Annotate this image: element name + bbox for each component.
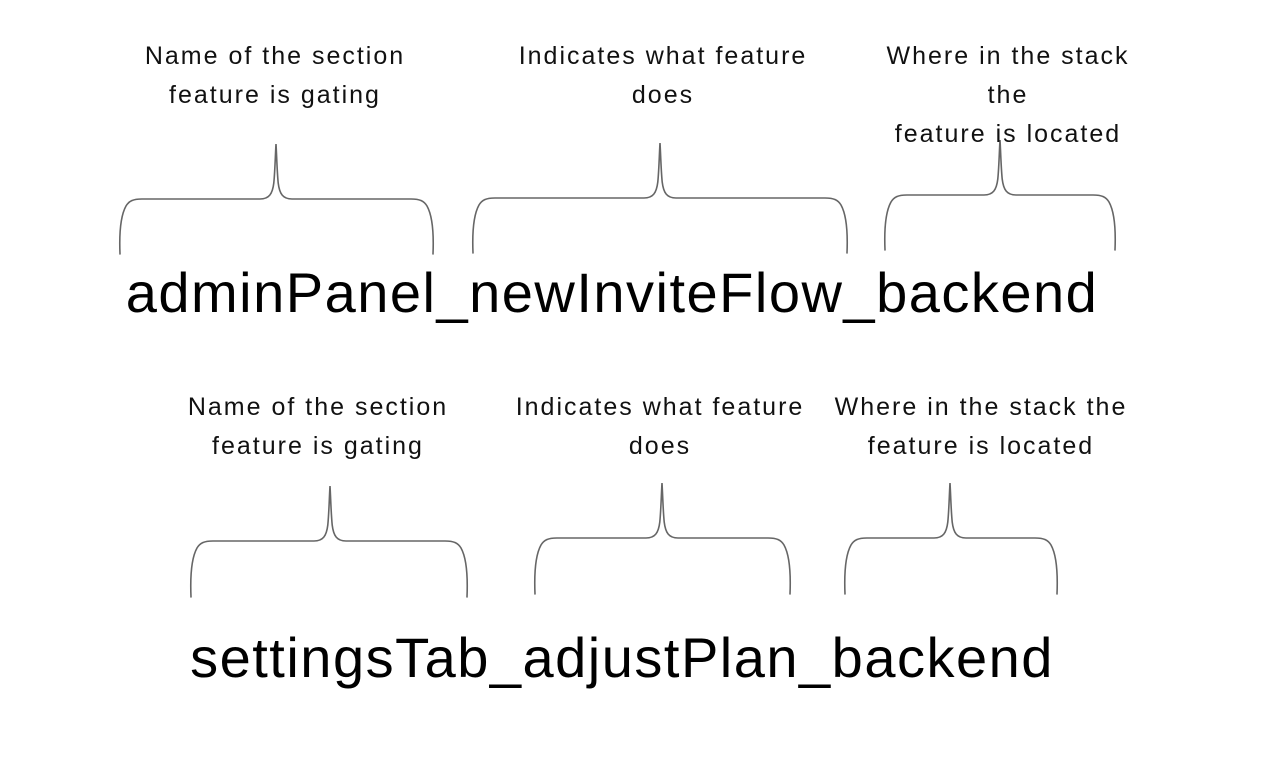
curly-brace-1: [118, 143, 435, 255]
annotation-label-section-2: Name of the section feature is gating: [187, 393, 449, 460]
curly-brace-5: [533, 482, 792, 595]
curly-brace-6: [843, 482, 1059, 595]
annotation-label-feature-2: Indicates what feature does: [515, 393, 805, 460]
flag-name-2: settingsTab_adjustPlan_backend: [190, 626, 1054, 689]
annotation-label-stack-1: Where in the stack the feature is locate…: [886, 42, 1130, 148]
curly-brace-4: [189, 485, 469, 598]
annotation-label-stack-2: Where in the stack the feature is locate…: [834, 393, 1128, 460]
curly-brace-3: [883, 139, 1117, 251]
curly-brace-2: [471, 142, 849, 254]
annotation-label-feature-1: Indicates what feature does: [518, 42, 808, 109]
flag-name-1: adminPanel_newInviteFlow_backend: [125, 261, 1099, 324]
annotation-label-section-1: Name of the section feature is gating: [144, 42, 406, 109]
